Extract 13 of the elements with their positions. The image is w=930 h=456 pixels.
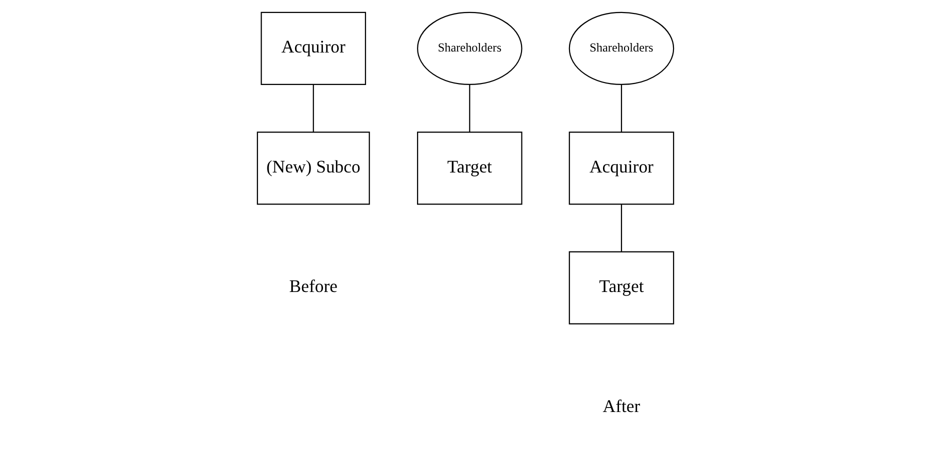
node-box: Target	[416, 132, 522, 205]
node-ellipse: Shareholders	[416, 12, 522, 86]
label: Before	[288, 276, 338, 296]
connector	[620, 204, 622, 252]
connector	[468, 84, 470, 132]
node-box: Target	[568, 251, 674, 324]
node-box: Acquiror	[260, 12, 366, 86]
node-ellipse: Shareholders	[568, 12, 674, 86]
node-box: Acquiror	[568, 132, 674, 205]
node-box: (New) Subco	[256, 132, 370, 205]
connector	[312, 84, 314, 132]
label: After	[602, 396, 640, 416]
connector	[620, 84, 622, 132]
